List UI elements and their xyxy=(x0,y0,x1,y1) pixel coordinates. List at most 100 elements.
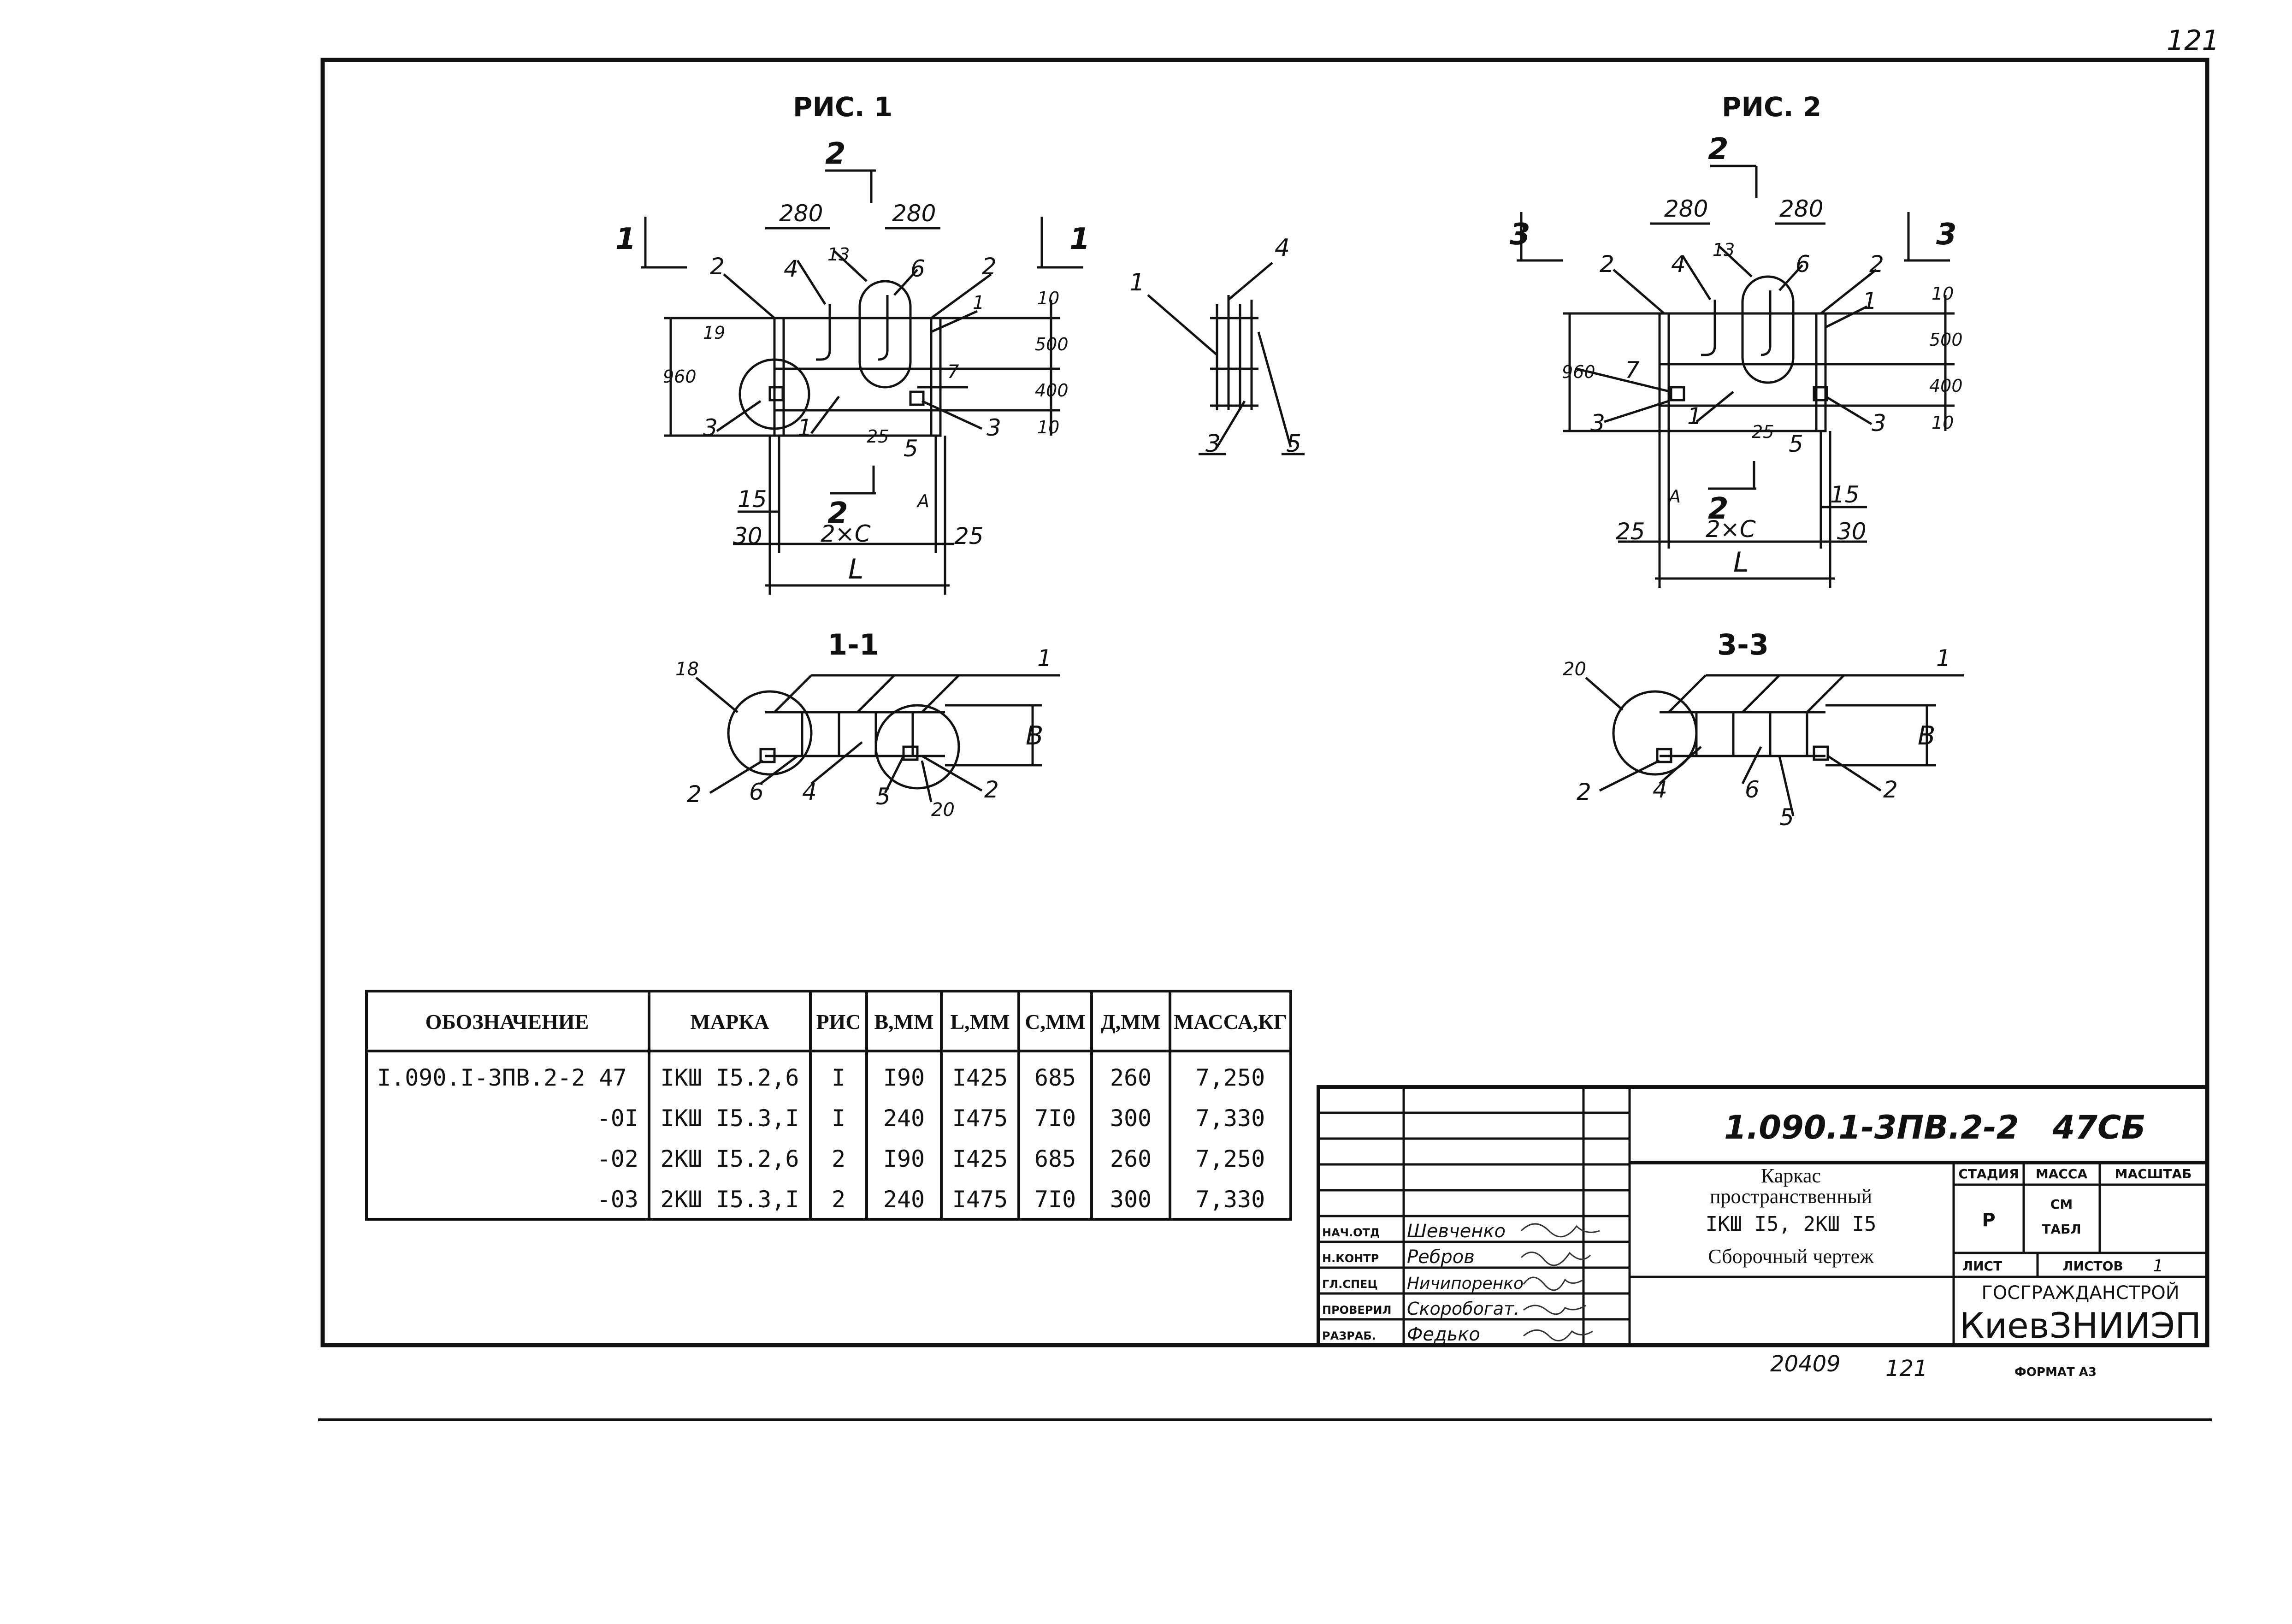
fig1-pos-13: 13 xyxy=(827,244,850,265)
fig1-dim-2c: 2×C xyxy=(821,520,871,547)
title-line-3: IКШ I5, 2КШ I5 xyxy=(1706,1212,1877,1236)
section-1-1-drawing xyxy=(695,674,1060,803)
fig1-cut-2b: 2 xyxy=(827,496,848,531)
inventory-number: 20409 xyxy=(1770,1351,1841,1377)
fig1-dim-10a: 10 xyxy=(1037,288,1059,308)
sec11-pos-1: 1 xyxy=(1037,645,1052,672)
fig1-dim-280b: 280 xyxy=(892,200,936,227)
side-pos-1: 1 xyxy=(1129,269,1145,296)
sec33-pos-1: 1 xyxy=(1936,645,1951,672)
fig2-pos-1b: 1 xyxy=(1687,403,1702,430)
stage-header: СТАДИЯ xyxy=(1958,1166,2019,1181)
sig-name-3: Скоробогат. xyxy=(1407,1299,1519,1319)
side-pos-4: 4 xyxy=(1275,234,1290,262)
cell-r0-c4: I425 xyxy=(952,1064,1008,1091)
th-designation: ОБОЗНАЧЕНИЕ xyxy=(425,1010,589,1033)
fig2-dim-400: 400 xyxy=(1929,376,1963,396)
sec33-pos-5: 5 xyxy=(1779,804,1794,831)
sig-role-3: ПРОВЕРИЛ xyxy=(1322,1304,1391,1317)
sheets-label: ЛИСТОВ xyxy=(2062,1258,2123,1274)
cell-r1-c2: I xyxy=(832,1105,845,1132)
handwritten-signatures xyxy=(1520,1223,1600,1341)
cell-r1-c5: 7I0 xyxy=(1034,1105,1076,1132)
cell-r0-c2: I xyxy=(832,1064,845,1091)
fig1-dim-25b: 25 xyxy=(954,523,984,549)
cell-r1-c4: I475 xyxy=(952,1105,1008,1132)
cell-r0-c3: I90 xyxy=(883,1064,925,1091)
fig1-dim-280a: 280 xyxy=(779,200,823,227)
cell-r3-c2: 2 xyxy=(832,1186,845,1213)
cell-r1-c6: 300 xyxy=(1110,1105,1152,1132)
sec33-pos-4: 4 xyxy=(1653,776,1667,803)
fig2-dim-25b: 25 xyxy=(1616,518,1645,545)
fig1-cut-1b: 1 xyxy=(1069,222,1090,256)
fig1-pos-7: 7 xyxy=(947,361,959,383)
mass-header: МАССА xyxy=(2036,1166,2088,1181)
fig1-dim-400: 400 xyxy=(1035,380,1069,401)
fig1-pos-6: 6 xyxy=(910,255,925,282)
th-mass: МАССА,КГ xyxy=(1174,1010,1287,1033)
fig1-pos-1b: 1 xyxy=(797,414,812,441)
fig2-dim-30: 30 xyxy=(1837,518,1867,545)
fig2-pos-5: 5 xyxy=(1789,431,1803,457)
fig2-pos-2b: 2 xyxy=(1869,251,1884,278)
th-fig: РИС xyxy=(816,1010,861,1033)
mass-value-2: ТАБЛ xyxy=(2042,1222,2081,1237)
sec11-pos-6: 6 xyxy=(749,779,764,805)
sec33-pos-6: 6 xyxy=(1745,776,1760,803)
fig1-drawing xyxy=(641,169,1083,595)
cell-r1-c3: 240 xyxy=(883,1105,925,1132)
sec33-pos-20: 20 xyxy=(1563,659,1586,680)
side-view-drawing xyxy=(1147,262,1305,455)
sec33-pos-2a: 2 xyxy=(1577,779,1591,805)
section-1-1-labels: 18 1 B 2 6 4 5 20 2 xyxy=(675,645,1052,821)
cell-r1-c7: 7,330 xyxy=(1196,1105,1265,1132)
fig2-pos-1a: 1 xyxy=(1862,288,1877,314)
fig1-pos-4: 4 xyxy=(784,255,798,282)
fig2-dim-280b: 280 xyxy=(1779,195,1823,222)
sec11-pos-2a: 2 xyxy=(687,781,702,808)
paper-format: ФОРМАТ А3 xyxy=(2014,1365,2097,1379)
cell-r3-c4: I475 xyxy=(952,1186,1008,1213)
cell-r0-c5: 685 xyxy=(1034,1064,1076,1091)
scale-header: МАСШТАБ xyxy=(2115,1166,2192,1181)
fig2-pos-2a: 2 xyxy=(1600,251,1614,278)
sig-role-0: НАЧ.ОТД xyxy=(1322,1226,1380,1239)
fig2-dim-280a: 280 xyxy=(1664,195,1708,222)
side-pos-5: 5 xyxy=(1286,430,1301,458)
cell-r2-c2: 2 xyxy=(832,1146,845,1172)
sig-name-1: Ребров xyxy=(1407,1246,1475,1268)
sig-role-1: Н.КОНТР xyxy=(1322,1252,1379,1265)
sheet-frame xyxy=(318,58,2212,1421)
cell-r2-c6: 260 xyxy=(1110,1146,1152,1172)
fig2-dim-15: 15 xyxy=(1830,481,1860,508)
th-mark: МАРКА xyxy=(690,1010,769,1033)
sec11-pos-18: 18 xyxy=(675,659,699,680)
fig1-dim-15: 15 xyxy=(738,486,767,513)
section-1-1-title: 1-1 xyxy=(827,628,879,661)
sheet-label: ЛИСТ xyxy=(1962,1258,2002,1274)
cell-r0-c6: 260 xyxy=(1110,1064,1152,1091)
cell-r2-c1: 2КШ I5.2,6 xyxy=(660,1146,799,1172)
spec-table: ОБОЗНАЧЕНИЕ МАРКА РИС В,ММ L,ММ С,ММ Д,М… xyxy=(365,990,1292,1221)
fig2-labels: 280 280 960 500 400 10 10 25 15 30 25 2×… xyxy=(1510,132,1963,579)
sec11-pos-5: 5 xyxy=(876,783,891,810)
fig2-drawing xyxy=(1517,165,1955,588)
sig-name-4: Федько xyxy=(1407,1324,1480,1345)
cell-r2-c4: I425 xyxy=(952,1146,1008,1172)
sig-name-2: Ничипоренко xyxy=(1407,1274,1524,1293)
fig1-pos-2b: 2 xyxy=(982,253,997,280)
sig-name-0: Шевченко xyxy=(1407,1221,1506,1242)
cell-r1-c0: -0I xyxy=(597,1105,638,1132)
doc-code: 1.090.1-3ПВ.2-2 47СБ xyxy=(1724,1109,2146,1146)
sec11-pos-2b: 2 xyxy=(984,776,999,803)
sig-role-2: ГЛ.СПЕЦ xyxy=(1322,1278,1378,1291)
fig2-dim-10a: 10 xyxy=(1932,283,1954,304)
th-c: С,ММ xyxy=(1025,1010,1086,1033)
mass-value-1: СМ xyxy=(2050,1197,2073,1212)
cell-r2-c7: 7,250 xyxy=(1196,1146,1265,1172)
cell-r3-c1: 2КШ I5.3,I xyxy=(660,1186,799,1213)
fig2-cut-3a: 3 xyxy=(1510,218,1530,252)
fig2-title: РИС. 2 xyxy=(1722,91,1821,123)
